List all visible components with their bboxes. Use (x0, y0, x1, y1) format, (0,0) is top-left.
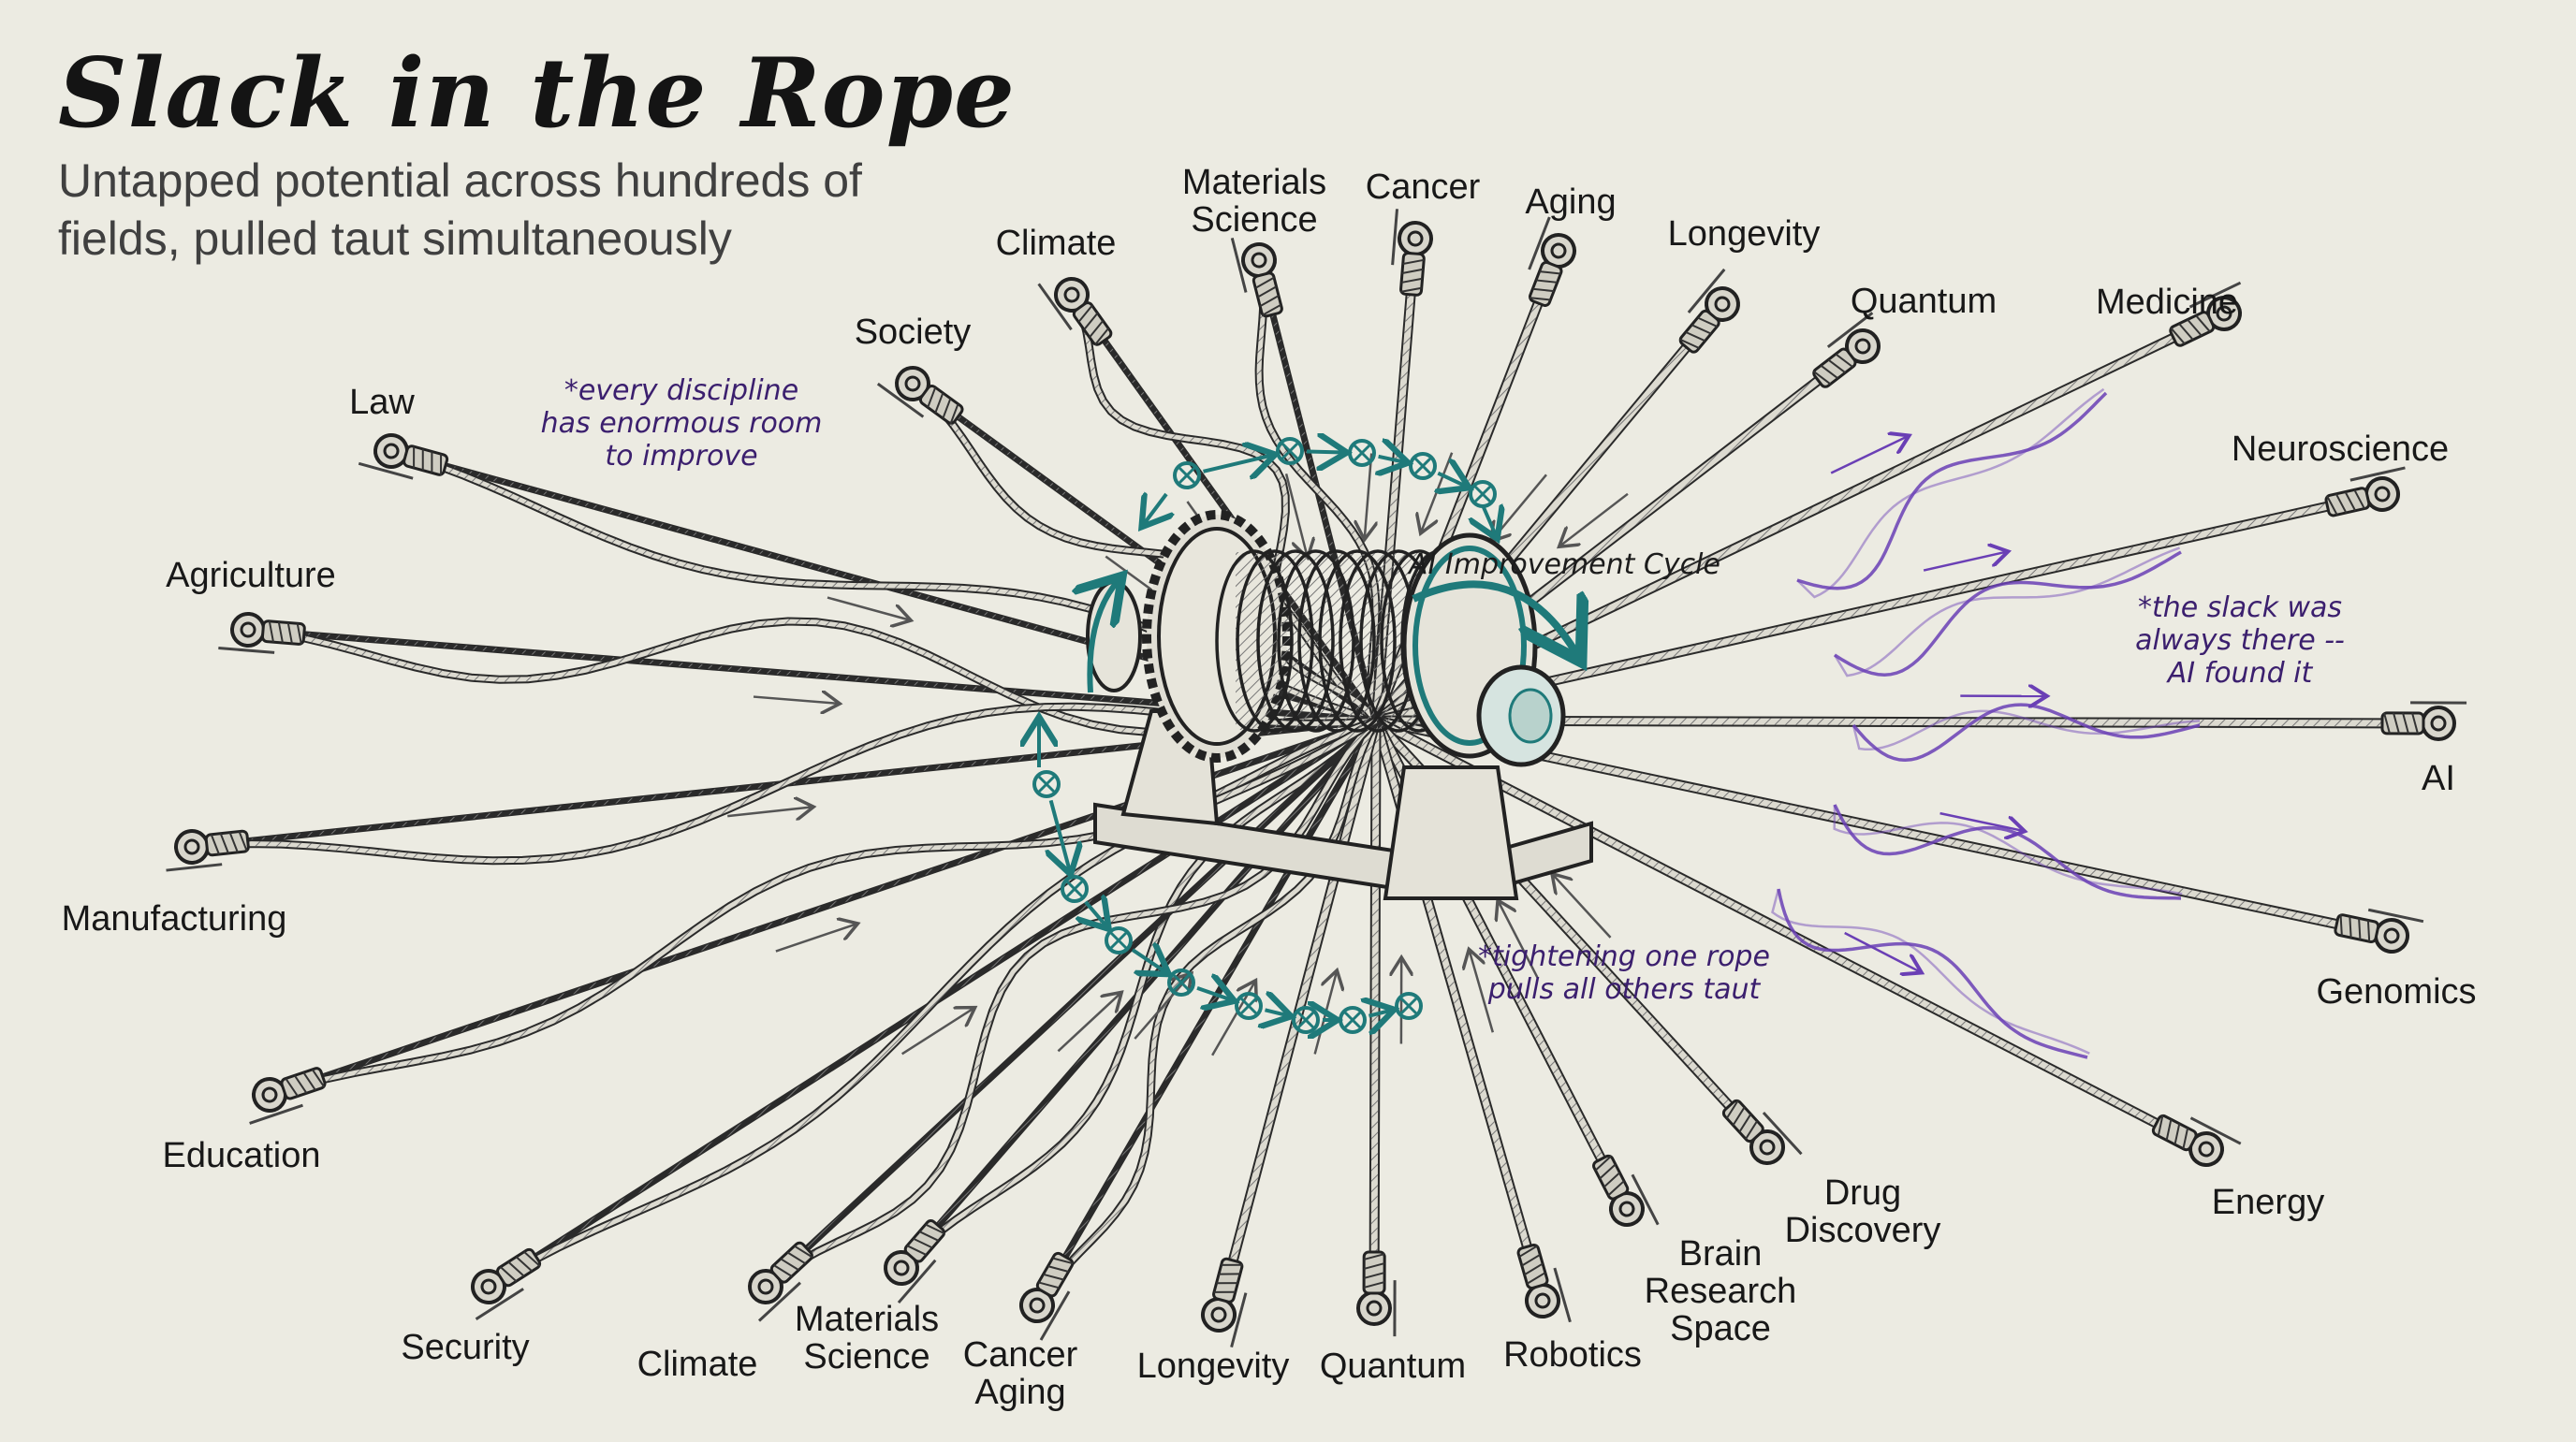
cycle-arrow (1483, 505, 1496, 535)
rope-hatch (766, 721, 1376, 1287)
field-label: Quantum (1320, 1347, 1466, 1385)
field-label: Education (162, 1137, 320, 1174)
knot-icon (1034, 772, 1059, 796)
eye-bolt-icon (1587, 1150, 1658, 1242)
eye-bolt-icon (1390, 209, 1433, 296)
knot-icon (1175, 463, 1199, 488)
annotation-tightening-one-rope: *tightening one rope pulls all others ta… (1478, 940, 1770, 1006)
eye-bolt-icon (457, 1243, 548, 1318)
knot-icon (1471, 482, 1495, 506)
field-label: Cancer Aging (963, 1336, 1078, 1411)
tension-arrow (1924, 552, 2006, 571)
field-label: Brain Research Space (1645, 1235, 1797, 1347)
eye-bolt-icon (1358, 1252, 1395, 1336)
slack-wave (1835, 547, 2180, 676)
field-label: Longevity (1137, 1347, 1290, 1385)
rope-quantum (1358, 721, 1401, 1336)
eye-bolt-icon (1039, 263, 1118, 353)
cycle-arrow (1307, 451, 1343, 452)
field-label: Quantum (1851, 283, 1997, 320)
eye-bolt-icon (238, 1062, 329, 1124)
field-label: Aging (1525, 183, 1616, 221)
eye-bolt-icon (1519, 217, 1584, 309)
field-label: Climate (996, 225, 1117, 262)
field-label: Drug Discovery (1785, 1174, 1941, 1249)
eye-bolt-icon (1718, 1092, 1802, 1179)
eye-bolt-icon (1196, 1257, 1253, 1347)
page-subtitle: Untapped potential across hundreds of fi… (58, 152, 900, 268)
page-title: Slack in the Rope (58, 37, 1016, 150)
eye-bolt-icon (359, 429, 449, 486)
knot-icon (1340, 1008, 1365, 1032)
field-label: Cancer (1366, 168, 1481, 206)
winch-right-support (1385, 767, 1516, 898)
cycle-arrow (1144, 494, 1166, 524)
eye-bolt-icon (2149, 1105, 2241, 1176)
ropes-layer (162, 209, 2466, 1347)
field-label: Neuroscience (2232, 430, 2449, 468)
tension-arrow (827, 598, 909, 620)
eye-bolt-icon (2382, 703, 2466, 739)
field-label: Security (401, 1329, 529, 1366)
eye-bolt-icon (871, 1216, 954, 1304)
slack-wave (1778, 889, 2087, 1057)
tension-arrow (727, 808, 811, 817)
eye-bolt-icon (1232, 229, 1288, 320)
field-label: Medicine (2096, 284, 2238, 321)
field-label: Genomics (2316, 973, 2476, 1011)
field-label: Agriculture (166, 557, 336, 594)
eye-bolt-icon (2334, 904, 2423, 957)
field-label: Longevity (1668, 215, 1821, 253)
knot-icon (1062, 877, 1087, 901)
eye-bolt-icon (162, 825, 250, 870)
cycle-arrow (1265, 1010, 1287, 1015)
eye-bolt-icon (878, 355, 968, 433)
tension-arrow (754, 697, 838, 704)
slack-wave (1853, 705, 2200, 760)
slack-wave (1773, 889, 2090, 1054)
eye-bolt-icon (1806, 313, 1895, 393)
annotation-every-discipline: *every discipline has enormous room to i… (541, 374, 823, 473)
eye-bolt-icon (1671, 269, 1753, 357)
cycle-arrow (1204, 456, 1272, 472)
field-label: AI (2422, 760, 2455, 797)
cycle-label: AI Improvement Cycle (1409, 548, 1720, 581)
annotation-slack-always-there: *the slack was always there -- AI found … (2135, 591, 2345, 690)
eye-bolt-icon (1009, 1249, 1083, 1340)
field-label: Society (855, 313, 972, 351)
field-label: Manufacturing (62, 900, 287, 938)
field-label: Energy (2212, 1184, 2324, 1221)
field-label: Materials Science (795, 1301, 939, 1376)
eye-bolt-icon (2323, 468, 2413, 522)
field-label: Law (349, 384, 415, 421)
eye-bolt-icon (1512, 1241, 1570, 1332)
knot-icon (1106, 928, 1131, 953)
field-label: Climate (637, 1346, 758, 1383)
field-label: Robotics (1503, 1336, 1642, 1374)
knot-icon (1350, 441, 1374, 465)
tension-arrow (776, 925, 856, 952)
field-label: Materials Science (1182, 164, 1326, 239)
knot-icon (1411, 454, 1435, 478)
cycle-arrow (1051, 800, 1070, 870)
eye-bolt-icon (218, 612, 305, 655)
